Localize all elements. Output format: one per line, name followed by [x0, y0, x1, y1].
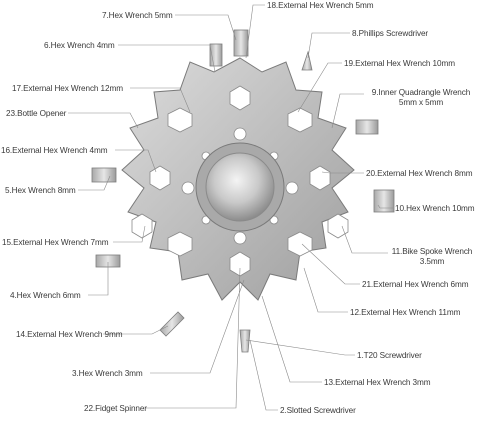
- label-hex-wrench-10mm: 10.Hex Wrench 10mm: [395, 204, 475, 213]
- spinner-hub: [205, 152, 275, 222]
- leader-lines: [68, 4, 393, 411]
- t20-bit: [159, 311, 185, 337]
- hex-bit-5mm: [233, 29, 249, 57]
- hex-bit-10mm: [373, 189, 395, 213]
- label-external-hex-wrench-10mm: 19.External Hex Wrench 10mm: [344, 59, 455, 68]
- label-inner-quadrangle-wrench: 9.Inner Quadrangle Wrench 5mm x 5mm: [371, 88, 471, 107]
- tool-body: [121, 57, 355, 301]
- label-bike-spoke-wrench: 11.Bike Spoke Wrench 3.5mm: [391, 247, 473, 266]
- label-hex-wrench-5mm: 7.Hex Wrench 5mm: [102, 11, 173, 20]
- label-bottle-opener: 23.Bottle Opener: [6, 109, 67, 118]
- label-phillips-screwdriver: 8.Phillips Screwdriver: [352, 29, 429, 38]
- label-external-hex-wrench-8mm: 20.External Hex Wrench 8mm: [366, 169, 473, 178]
- slotted-blade: [239, 329, 251, 353]
- label-fidget-spinner: 22.Fidget Spinner: [84, 404, 147, 413]
- label-external-hex-wrench-7mm: 15.External Hex Wrench 7mm: [2, 238, 109, 247]
- label-external-hex-wrench-5mm: 18.External Hex Wrench 5mm: [267, 1, 374, 10]
- label-external-hex-wrench-11mm: 12.External Hex Wrench 11mm: [350, 308, 461, 317]
- label-external-hex-wrench-6mm: 21.External Hex Wrench 6mm: [362, 280, 469, 289]
- label-hex-wrench-8mm: 5.Hex Wrench 8mm: [5, 186, 76, 195]
- square-bit: [355, 119, 379, 135]
- label-t20-screwdriver: 1.T20 Screwdriver: [357, 351, 422, 360]
- hex-cutouts: [131, 85, 349, 277]
- label-external-hex-wrench-3mm: 13.External Hex Wrench 3mm: [324, 378, 431, 387]
- label-hex-wrench-4mm: 6.Hex Wrench 4mm: [44, 41, 115, 50]
- hex-bit-8mm: [91, 167, 117, 183]
- phillips-tip: [301, 50, 313, 71]
- label-hex-wrench-6mm: 4.Hex Wrench 6mm: [10, 291, 81, 300]
- label-slotted-screwdriver: 2.Slotted Screwdriver: [280, 406, 356, 415]
- label-external-hex-wrench-4mm: 16.External Hex Wrench 4mm: [1, 146, 108, 155]
- label-external-hex-wrench-9mm: 14.External Hex Wrench 9mm: [16, 330, 123, 339]
- label-hex-wrench-3mm: 3.Hex Wrench 3mm: [72, 369, 143, 378]
- label-external-hex-wrench-12mm: 17.External Hex Wrench 12mm: [12, 84, 123, 93]
